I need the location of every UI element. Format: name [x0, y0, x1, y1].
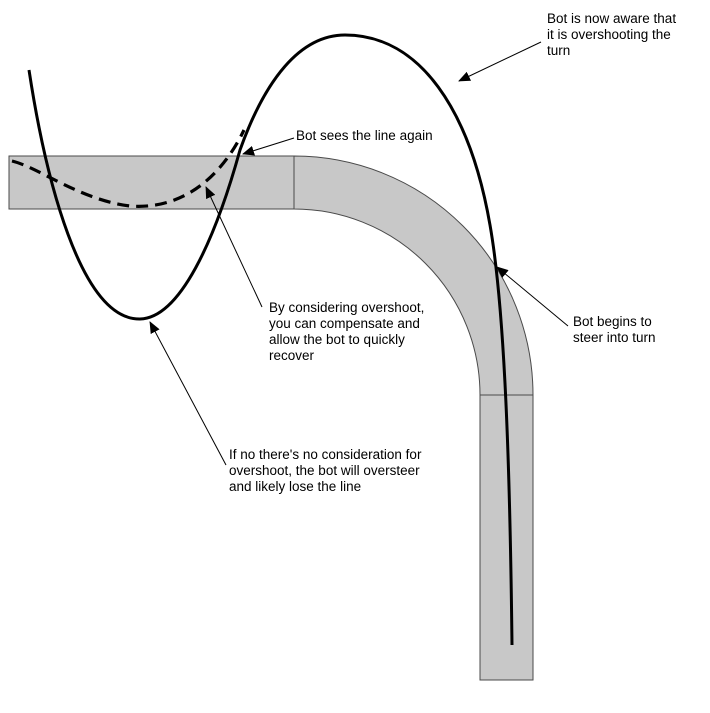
arrow-sees-line [242, 137, 295, 156]
solid-bot-path [27, 33, 514, 646]
arrow-no-consideration [149, 321, 227, 466]
arrow-compensate [205, 186, 263, 308]
annotation-compensate: By considering overshoot, you can compen… [269, 300, 425, 363]
annotation-no-consideration: If no there's no consideration for overs… [229, 447, 422, 494]
annotation-now-aware: Bot is now aware that it is overshooting… [547, 11, 677, 58]
arrow-begins-steer [496, 266, 569, 327]
annotation-sees-line: Bot sees the line again [296, 128, 433, 143]
annotation-begins-steer: Bot begins to steer into turn [573, 314, 656, 345]
arrow-now-aware [458, 41, 542, 82]
